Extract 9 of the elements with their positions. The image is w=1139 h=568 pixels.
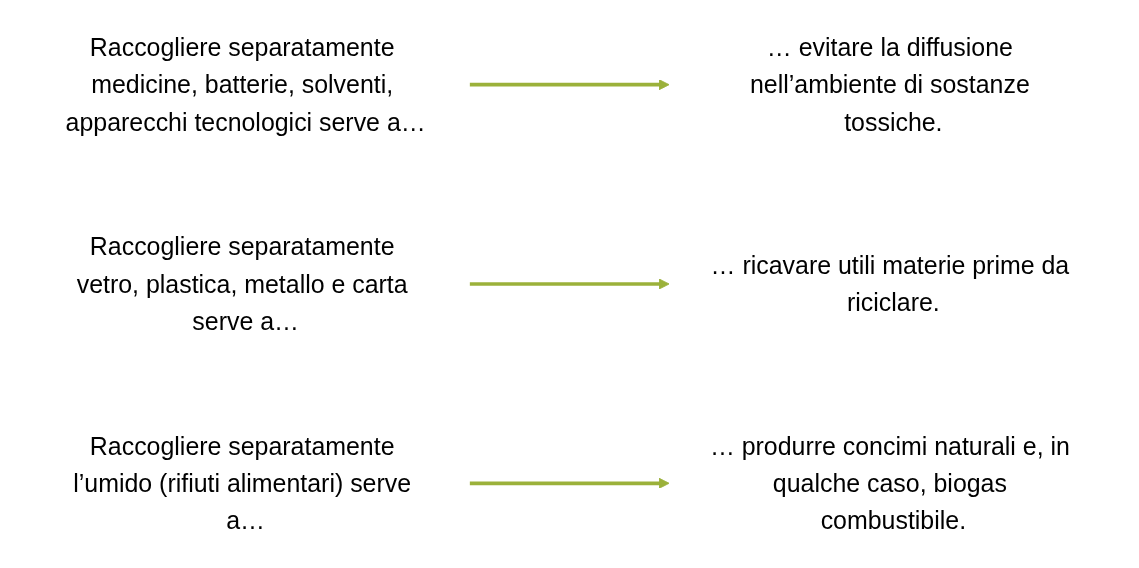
arrow bbox=[469, 278, 670, 290]
node-text: … produrre concimi naturali e, in qualche caso, biogas combustibile. bbox=[709, 432, 1070, 535]
node-text: Raccogliere separatamente l’umido (rifiuti alimentari) serve a… bbox=[73, 432, 412, 535]
arrow bbox=[469, 477, 670, 489]
node-text: … evitare la diffusione nell’ambiente di sostanze tossiche. bbox=[750, 33, 1030, 136]
arrow bbox=[469, 79, 670, 91]
node-text: Raccogliere separatamente vetro, plastica, metallo e carta serve a… bbox=[76, 232, 408, 336]
node-text: … ricavare utili materie prime da riciclare. bbox=[710, 251, 1070, 317]
node-text: Raccogliere separatamente medicine, batterie, solventi, apparecchi tecnologici serve a… bbox=[65, 33, 426, 136]
